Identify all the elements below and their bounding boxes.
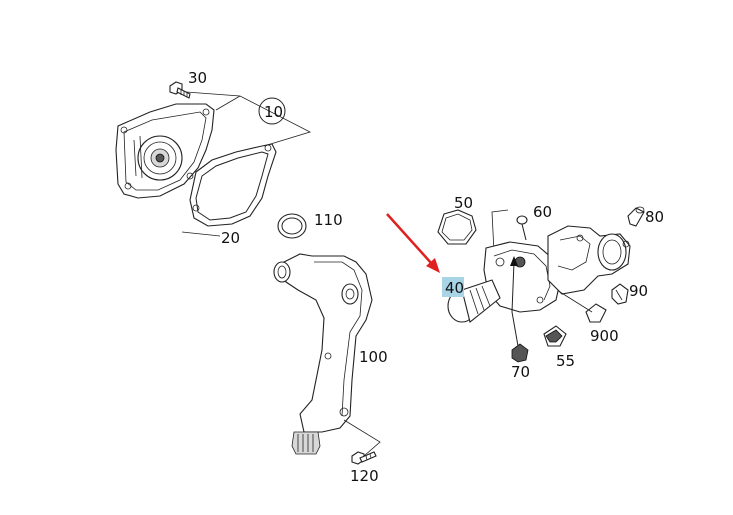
part-100-coolant-pipe[interactable]	[273, 253, 373, 455]
part-10-water-pump[interactable]	[115, 103, 215, 199]
callout-circle-10	[258, 97, 286, 125]
part-90-clip[interactable]	[611, 283, 629, 305]
part-60-screw[interactable]	[516, 215, 528, 241]
label-80[interactable]: 80	[645, 208, 664, 226]
part-110-o-ring[interactable]	[277, 213, 307, 239]
label-900[interactable]: 900	[590, 327, 619, 345]
highlight-box-40	[442, 277, 464, 297]
part-50-gasket[interactable]	[437, 209, 477, 245]
leader-120	[343, 419, 381, 457]
label-100[interactable]: 100	[359, 348, 388, 366]
part-900-cap[interactable]	[585, 303, 607, 323]
leader-60	[491, 209, 509, 253]
label-70[interactable]: 70	[511, 363, 530, 381]
actuator-assembly[interactable]	[547, 225, 631, 295]
label-60[interactable]: 60	[533, 203, 552, 221]
label-120[interactable]: 120	[350, 467, 379, 485]
label-30[interactable]: 30	[188, 69, 207, 87]
label-40[interactable]: 40	[445, 279, 464, 297]
label-110[interactable]: 110	[314, 211, 343, 229]
label-10[interactable]: 10	[264, 103, 283, 121]
indicator-arrow	[386, 213, 440, 273]
label-20[interactable]: 20	[221, 229, 240, 247]
label-90[interactable]: 90	[629, 282, 648, 300]
leader-70-arrowhead	[510, 256, 518, 266]
part-20-gasket[interactable]	[189, 143, 277, 227]
part-40-thermostat-housing[interactable]	[447, 241, 561, 323]
label-50[interactable]: 50	[454, 194, 473, 212]
leader-10	[185, 91, 312, 147]
part-70-seal[interactable]	[511, 343, 529, 363]
label-55[interactable]: 55	[556, 352, 575, 370]
leader-70	[511, 261, 519, 347]
part-80-plug[interactable]	[627, 206, 645, 227]
part-55-sensor[interactable]	[543, 325, 567, 347]
leader-900	[559, 291, 593, 313]
part-120-bolt[interactable]	[351, 451, 377, 465]
leader-20	[181, 231, 221, 237]
part-30-bolt[interactable]	[169, 81, 191, 99]
